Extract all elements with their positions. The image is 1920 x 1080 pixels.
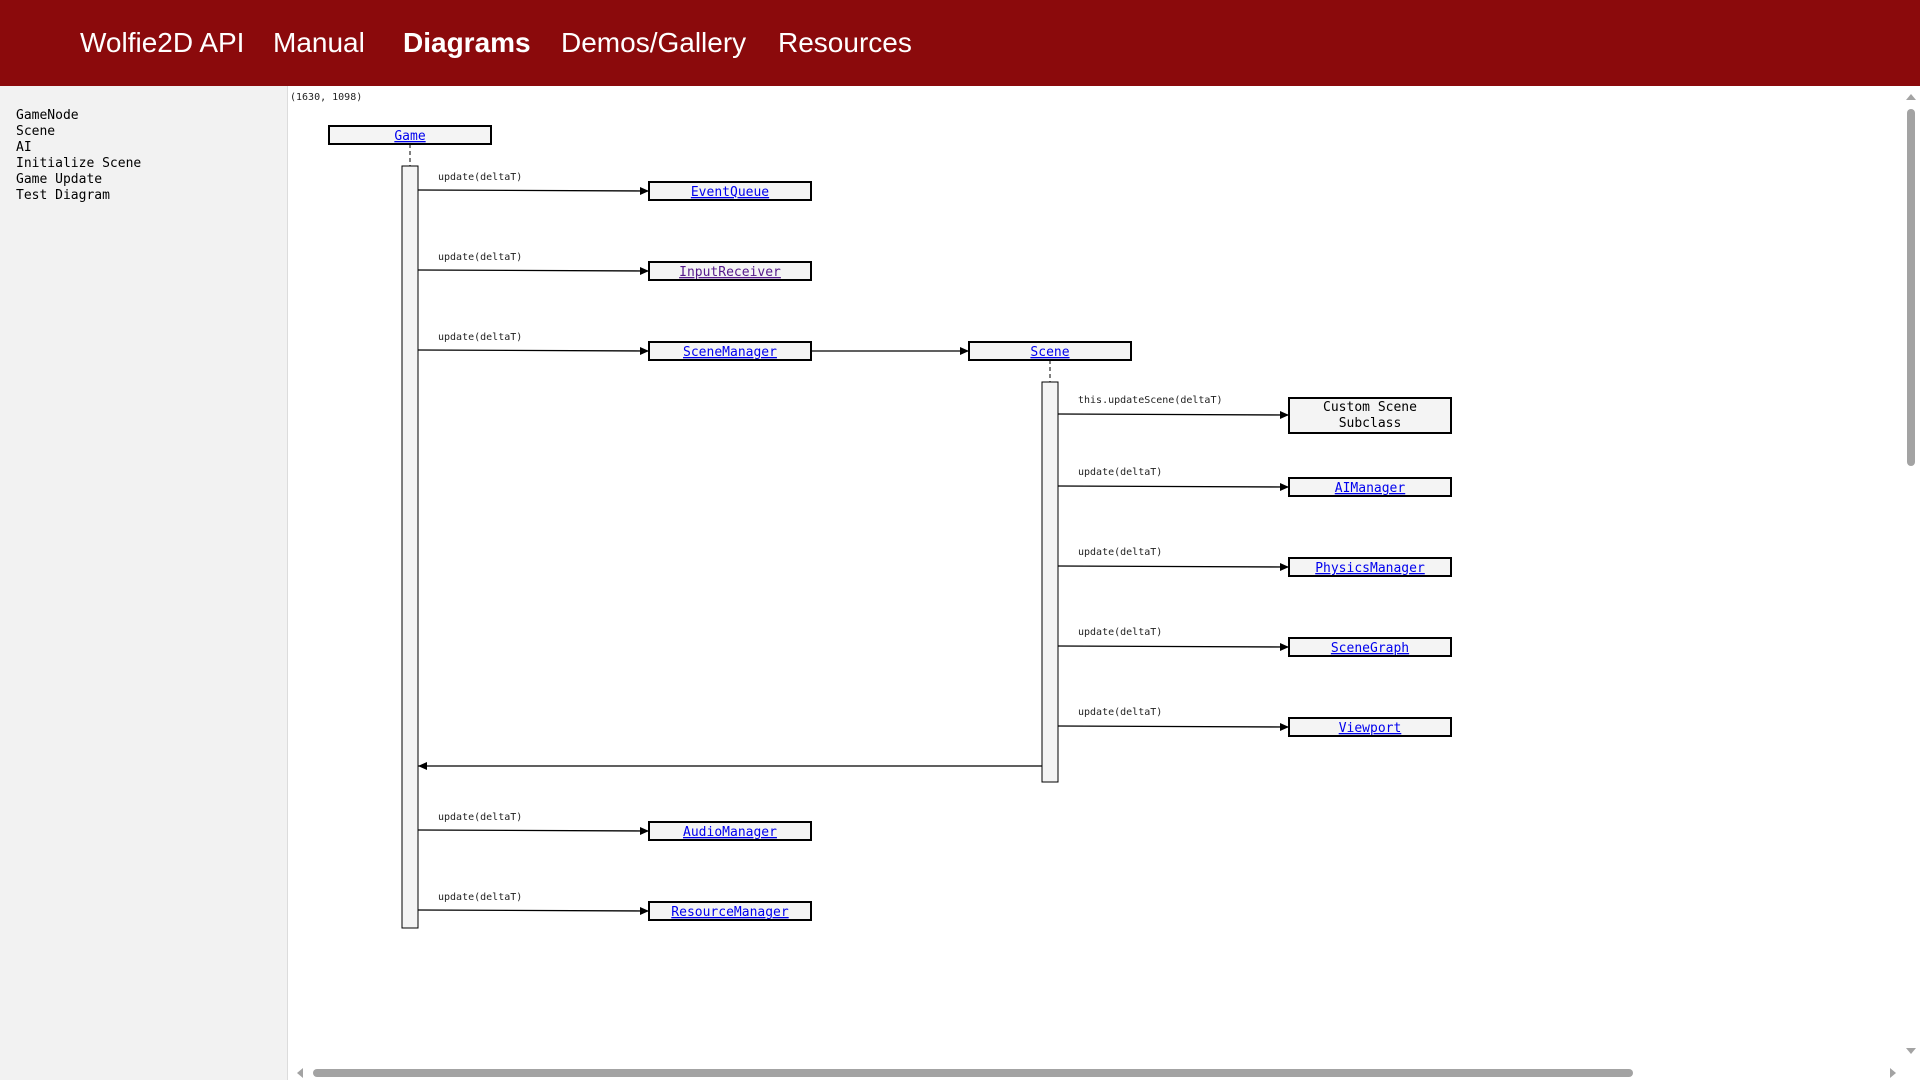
game-activation-bar (401, 165, 419, 929)
sequence-diagram: Game update(deltaT) EventQueue update(de… (328, 125, 1452, 929)
node-scene-link[interactable]: Scene (1030, 345, 1069, 360)
sidebar-item-scene[interactable]: Scene (16, 124, 56, 139)
msg-scene-custom-arrow (1057, 410, 1290, 419)
node-inputreceiver-box (648, 261, 812, 281)
node-aimanager-box (1288, 477, 1452, 497)
node-scenemanager-link[interactable]: SceneManager (683, 345, 777, 360)
msg-scene-viewport-label: update(deltaT) (1078, 707, 1162, 718)
scroll-right-arrow-icon[interactable] (1890, 1068, 1896, 1078)
msg-game-scenemanager-label: update(deltaT) (438, 332, 522, 343)
nav-api[interactable]: Wolfie2D API (80, 27, 245, 58)
node-scenegraph-link[interactable]: SceneGraph (1331, 641, 1409, 656)
nav-diagrams[interactable]: Diagrams (403, 27, 531, 58)
node-custom-scene-label: Custom Scene Subclass (1323, 399, 1417, 431)
msg-game-inputreceiver-label: update(deltaT) (438, 252, 522, 263)
sidebar-item-initialize-scene[interactable]: Initialize Scene (16, 156, 142, 171)
node-physicsmanager-link[interactable]: PhysicsManager (1315, 561, 1425, 576)
node-eventqueue-link[interactable]: EventQueue (691, 185, 769, 200)
node-custom-scene-label-wrap: Custom Scene Subclass (1323, 399, 1417, 431)
node-aimanager-link[interactable]: AIManager (1335, 481, 1406, 496)
scroll-down-arrow-icon[interactable] (1906, 1048, 1916, 1054)
nav-resources[interactable]: Resources (778, 27, 912, 58)
sidebar-item-gamenode[interactable]: GameNode (16, 108, 79, 123)
msg-scene-physics-arrow (1057, 562, 1290, 571)
msg-scene-custom-label: this.updateScene(deltaT) (1078, 395, 1223, 406)
node-inputreceiver-link[interactable]: InputReceiver (679, 265, 781, 280)
nav-demos-gallery[interactable]: Demos/Gallery (561, 27, 747, 58)
msg-game-resource-arrow (417, 906, 650, 915)
msg-scene-graph-label: update(deltaT) (1078, 627, 1162, 638)
msg-game-eventqueue-label: update(deltaT) (438, 172, 522, 183)
msg-scene-aimanager-label: update(deltaT) (1078, 467, 1162, 478)
node-resourcemanager-box (648, 901, 812, 921)
sidebar-item-ai[interactable]: AI (16, 140, 32, 155)
node-physicsmanager-box (1288, 557, 1452, 577)
horizontal-scrollbar[interactable] (289, 1064, 1899, 1080)
node-eventqueue-box (648, 181, 812, 201)
msg-scene-physics-label: update(deltaT) (1078, 547, 1162, 558)
canvas-size-label: (1630, 1098) (290, 92, 363, 103)
nav-manual[interactable]: Manual (273, 27, 365, 58)
msg-game-inputreceiver-arrow (417, 266, 650, 275)
diagram-list: GameNode Scene AI Initialize Scene Game … (16, 108, 141, 204)
msg-scene-graph-arrow (1057, 642, 1290, 651)
vertical-scrollbar[interactable] (1899, 86, 1920, 1066)
sidebar-item-test-diagram[interactable]: Test Diagram (16, 188, 110, 203)
msg-scene-viewport-arrow (1057, 722, 1290, 731)
node-audiomanager-box (648, 821, 812, 841)
sidebar-item-game-update[interactable]: Game Update (16, 172, 103, 187)
node-custom-scene-box (1288, 397, 1452, 434)
top-navbar: Wolfie2D API Manual Diagrams Demos/Galle… (0, 0, 1920, 86)
node-viewport-box (1288, 717, 1452, 737)
msg-game-audio-label: update(deltaT) (438, 812, 522, 823)
scroll-left-arrow-icon[interactable] (297, 1068, 303, 1078)
msg-game-audio-arrow (417, 826, 650, 835)
node-resourcemanager-link[interactable]: ResourceManager (671, 905, 789, 920)
vertical-scroll-thumb[interactable] (1907, 109, 1915, 466)
msg-game-resource-label: update(deltaT) (438, 892, 522, 903)
msg-scene-aimanager-arrow (1057, 482, 1290, 491)
horizontal-scroll-thumb[interactable] (313, 1069, 1633, 1077)
node-audiomanager-link[interactable]: AudioManager (683, 825, 777, 840)
msg-game-scenemanager-arrow (417, 346, 650, 355)
node-game-link[interactable]: Game (394, 129, 425, 144)
scroll-up-arrow-icon[interactable] (1906, 94, 1916, 100)
node-scenegraph-box (1288, 637, 1452, 657)
diagram-viewport: (1630, 1098) Game update(deltaT) EventQu… (289, 86, 1920, 1080)
scene-activation-bar (1041, 381, 1059, 783)
diagram-sidebar: GameNode Scene AI Initialize Scene Game … (0, 86, 288, 1080)
msg-game-eventqueue-arrow (417, 186, 650, 195)
node-viewport-link[interactable]: Viewport (1339, 721, 1402, 736)
